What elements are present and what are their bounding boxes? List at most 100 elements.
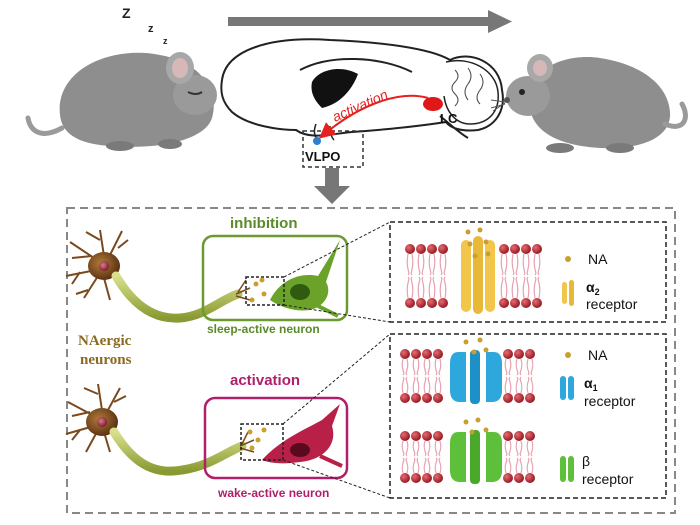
lipid-head [400, 473, 410, 483]
lipid-head [499, 298, 509, 308]
awake-mouse-icon [490, 54, 688, 153]
membrane-beta [400, 431, 535, 483]
lipid-tail [423, 440, 431, 474]
upper-zoom-lines [283, 221, 391, 323]
lipid-head [422, 349, 432, 359]
lipid-tail [500, 253, 508, 299]
sleep-active-frame [201, 234, 349, 322]
lipid-tail [511, 253, 519, 299]
membrane-alpha2 [405, 244, 542, 308]
lipid-head [503, 473, 513, 483]
na-legend-dot-2 [565, 352, 571, 358]
sleep-active-caption: sleep-active neuron [207, 322, 320, 336]
na-legend-label-1: NA [588, 251, 608, 267]
lower-zoom-lines [282, 333, 391, 499]
wake-active-neuron-icon [262, 404, 343, 468]
lipid-head [514, 393, 524, 403]
lipid-head [400, 393, 410, 403]
lipid-tail [401, 358, 409, 394]
membrane-alpha1 [400, 349, 535, 403]
sleep-z-symbols: Z z z [122, 5, 168, 46]
lipid-head [532, 298, 542, 308]
lipid-head [433, 473, 443, 483]
receptor-na-dots [463, 227, 491, 435]
beta-symbol: β [582, 453, 590, 469]
lipid-head [411, 349, 421, 359]
upper-na-dots [249, 277, 267, 303]
lipid-head [427, 244, 437, 254]
lipid-head [416, 298, 426, 308]
lipid-head [433, 393, 443, 403]
naergic-label-line1: NAergic [78, 333, 132, 349]
lipid-head [521, 298, 531, 308]
lipid-head [422, 431, 432, 441]
lipid-head [503, 349, 513, 359]
lipid-head [438, 298, 448, 308]
lipid-tail [533, 253, 541, 299]
lipid-head [433, 349, 443, 359]
lipid-tail [526, 358, 534, 394]
lipid-head [532, 244, 542, 254]
lipid-head [525, 431, 535, 441]
z-small: z [163, 36, 168, 46]
upper-synapse-zoom-box [245, 276, 285, 306]
lipid-head [400, 431, 410, 441]
lipid-head [510, 244, 520, 254]
sleeping-mouse-icon [25, 52, 217, 151]
mechanism-panel [66, 207, 676, 514]
lipid-tail [515, 440, 523, 474]
naergic-neuron-upper [65, 229, 251, 323]
lipid-head [525, 393, 535, 403]
lipid-tail [515, 358, 523, 394]
lipid-head [422, 393, 432, 403]
alpha2-receptor-protein [461, 236, 495, 314]
lipid-tail [434, 440, 442, 474]
lc-nucleus [423, 97, 443, 111]
lipid-head [510, 298, 520, 308]
lipid-head [514, 473, 524, 483]
wake-active-frame [203, 396, 349, 480]
alpha2-receptor-box [389, 221, 667, 323]
lipid-tail [406, 253, 414, 299]
lipid-head [400, 349, 410, 359]
brain-sagittal-icon [220, 38, 504, 168]
lipid-tail [504, 440, 512, 474]
alpha1-legend-icon [560, 376, 574, 400]
na-legend-dot-1 [565, 256, 571, 262]
alpha1-receptor-protein [450, 350, 502, 404]
lc-to-vlpo-arrow [318, 94, 429, 139]
lipid-head [503, 431, 513, 441]
lipid-head [405, 244, 415, 254]
lipid-head [416, 244, 426, 254]
lipid-tail [434, 358, 442, 394]
lipid-tail [439, 253, 447, 299]
lipid-head [514, 349, 524, 359]
vlpo-nucleus [313, 137, 321, 145]
alpha2-legend-icon [562, 280, 574, 306]
lipid-tail [412, 440, 420, 474]
activation-title: activation [230, 372, 300, 389]
alpha2-symbol: α2 [586, 279, 600, 297]
wake-active-caption: wake-active neuron [217, 486, 329, 500]
alpha2-receptor-word: receptor [586, 296, 638, 312]
beta-receptor-word: receptor [582, 471, 634, 487]
naergic-neuron-lower [65, 383, 255, 476]
lipid-head [427, 298, 437, 308]
lipid-head [499, 244, 509, 254]
inhibition-title: inhibition [230, 215, 297, 232]
lipid-head [438, 244, 448, 254]
lipid-tail [428, 253, 436, 299]
alpha1-beta-receptor-box [389, 333, 667, 499]
na-legend-label-2: NA [588, 347, 608, 363]
naergic-label-line2: neurons [80, 352, 132, 368]
lipid-head [422, 473, 432, 483]
lipid-head [525, 473, 535, 483]
zoom-down-arrow [314, 168, 350, 204]
z-large: Z [122, 5, 131, 21]
transition-arrow [228, 10, 512, 33]
vlpo-label: VLPO [305, 149, 340, 164]
beta-legend-icon [560, 456, 574, 482]
lipid-head [503, 393, 513, 403]
